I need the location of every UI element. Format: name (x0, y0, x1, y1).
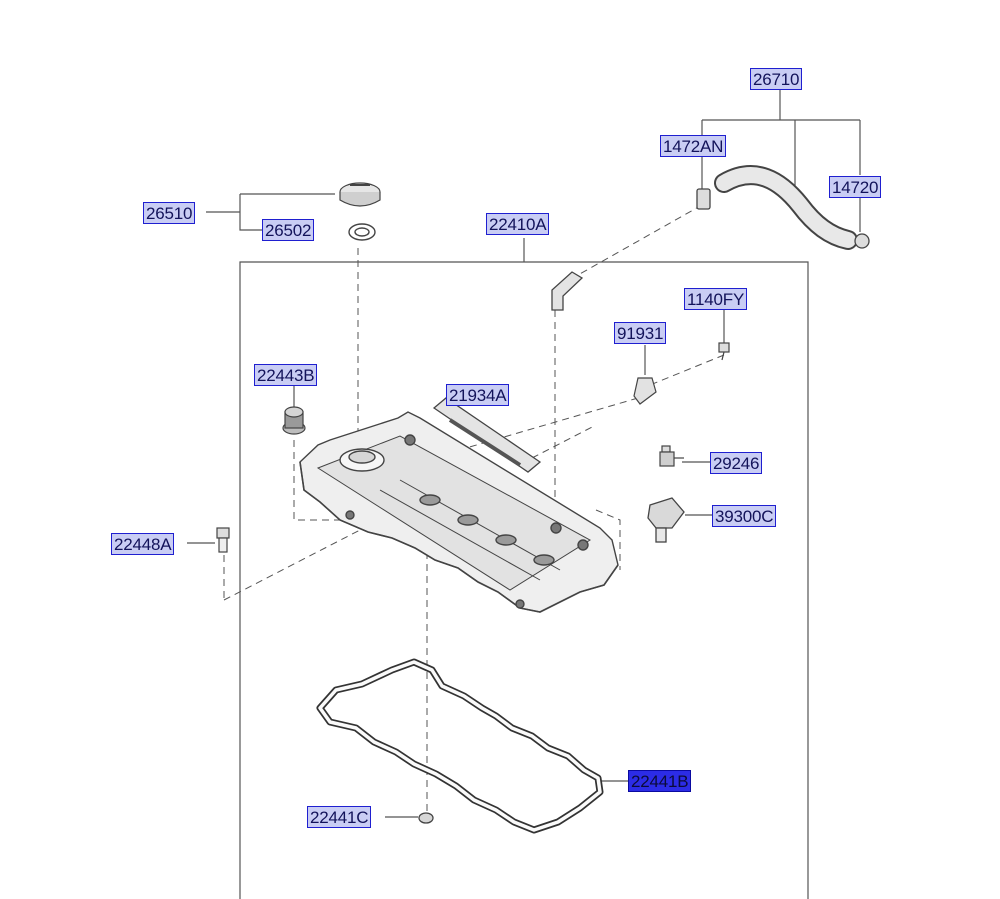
part-label-22441c[interactable]: 22441C (307, 806, 372, 828)
wiring-bracket (633, 377, 657, 405)
part-label-29246[interactable]: 29246 (710, 452, 763, 474)
part-label-22443b[interactable]: 22443B (254, 364, 318, 386)
part-label-22410a[interactable]: 22410A (486, 213, 550, 235)
part-label-26502[interactable]: 26502 (262, 219, 315, 241)
bolt-1140fy (718, 342, 730, 361)
breather-hose (714, 165, 870, 250)
part-label-26710[interactable]: 26710 (750, 68, 803, 90)
pcv-elbow (551, 271, 584, 311)
part-label-91931[interactable]: 91931 (614, 322, 667, 344)
part-label-1472an[interactable]: 1472AN (660, 135, 727, 157)
hose-connector (696, 188, 711, 210)
cover-gasket (316, 658, 604, 834)
bolt-22448a (216, 527, 230, 553)
part-label-21934a[interactable]: 21934A (446, 384, 510, 406)
part-label-26510[interactable]: 26510 (143, 202, 196, 224)
camshaft-sensor (647, 497, 685, 543)
cylinder-head-cover (299, 411, 619, 613)
cap-gasket (348, 223, 376, 241)
part-label-1140fy[interactable]: 1140FY (684, 288, 748, 310)
sensor-29246 (659, 445, 684, 467)
small-seal (418, 812, 434, 824)
part-label-22441b-selected[interactable]: 22441B (628, 770, 692, 792)
oil-filler-cap (339, 182, 381, 207)
part-label-14720[interactable]: 14720 (829, 176, 882, 198)
part-label-22448a[interactable]: 22448A (111, 533, 175, 555)
grommet (282, 406, 306, 435)
part-label-39300c[interactable]: 39300C (712, 505, 777, 527)
